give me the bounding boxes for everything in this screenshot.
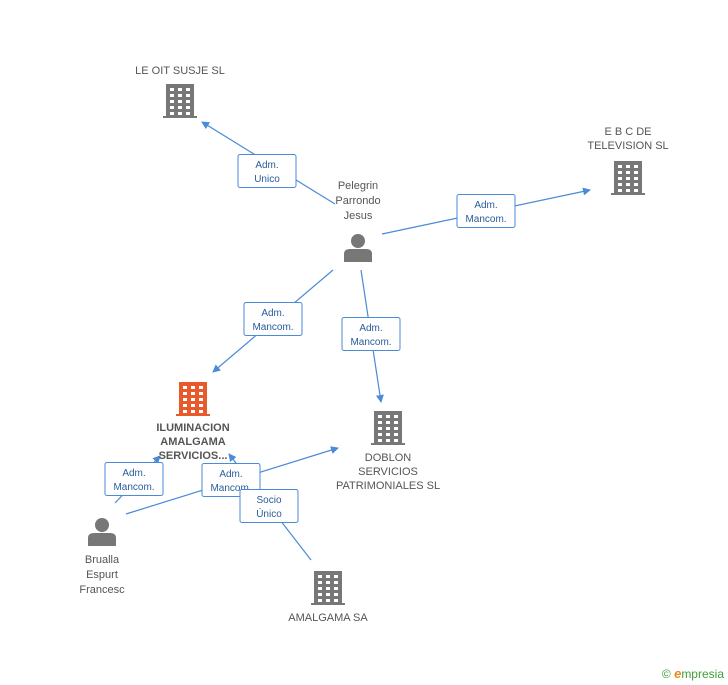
node-label: Brualla <box>85 554 120 566</box>
edge-label-box <box>237 154 297 188</box>
edge-label-box <box>239 489 299 523</box>
edge-label-text: Mancom. <box>465 214 506 225</box>
edge-label-e3[interactable]: Adm. Mancom. <box>243 302 303 336</box>
nodes-layer: LE OIT SUSJE SL E B C DE TELEVISION SL Pele… <box>79 65 668 624</box>
node-label: PATRIMONIALES SL <box>336 480 440 492</box>
brand-name: mpresia <box>681 667 724 681</box>
building-icon[interactable] <box>176 382 210 416</box>
edge-label-text: Mancom. <box>252 322 293 333</box>
edge-labels-layer: Adm.UnicoAdm.Mancom.Adm.Mancom.Adm.Manco… <box>104 154 516 523</box>
node-label: TELEVISION SL <box>587 140 668 152</box>
building-icon[interactable] <box>611 161 645 195</box>
building-icon[interactable] <box>163 84 197 118</box>
node-label: ILUMINACION <box>156 422 229 434</box>
person-icon[interactable] <box>88 518 116 546</box>
edge-label-box <box>104 462 164 496</box>
copyright-symbol: © <box>661 667 671 681</box>
edge-label-text: Adm. <box>261 308 284 319</box>
edge-label-e2[interactable]: Adm. Mancom. <box>456 194 516 228</box>
node-label: SERVICIOS <box>358 466 418 478</box>
edge-label-text: Socio <box>256 495 281 506</box>
node-label: E B C DE <box>604 126 651 138</box>
node-amalgama[interactable]: AMALGAMA SA <box>288 571 368 624</box>
edge-label-text: Adm. <box>122 468 145 479</box>
building-icon[interactable] <box>371 411 405 445</box>
node-label: LE OIT SUSJE SL <box>135 65 225 77</box>
node-leoit[interactable]: LE OIT SUSJE SL <box>135 65 225 118</box>
edge-label-text: Mancom. <box>113 482 154 493</box>
node-label: Espurt <box>86 569 118 581</box>
edge-label-text: Adm. <box>255 160 278 171</box>
person-icon[interactable] <box>344 234 372 262</box>
node-label: Parrondo <box>335 195 380 207</box>
node-label: Jesus <box>344 210 373 222</box>
node-label: Francesc <box>79 584 125 596</box>
node-iluminacion[interactable]: ILUMINACION AMALGAMA SERVICIOS... <box>156 382 230 462</box>
node-label: AMALGAMA <box>160 436 225 448</box>
edge-label-text: Adm. <box>359 323 382 334</box>
edge-label-text: Único <box>256 507 282 520</box>
edge-label-text: Mancom. <box>210 483 251 494</box>
edge-label-box <box>201 463 261 497</box>
edge-label-box <box>243 302 303 336</box>
edge-label-text: Unico <box>254 174 280 185</box>
edge-label-e4[interactable]: Adm. Mancom. <box>341 317 401 351</box>
edge-label-e6[interactable]: Adm. Mancom. <box>201 463 261 497</box>
node-label: Pelegrin <box>338 180 378 192</box>
edge-label-e1[interactable]: Adm. Unico <box>237 154 297 188</box>
node-label: AMALGAMA SA <box>288 612 368 624</box>
node-label: SERVICIOS... <box>159 450 228 462</box>
node-doblon[interactable]: DOBLON SERVICIOS PATRIMONIALES SL <box>336 411 440 492</box>
brand-logo-letter: e <box>674 666 682 681</box>
edge-label-text: Mancom. <box>350 337 391 348</box>
node-label: DOBLON <box>365 452 412 464</box>
building-icon[interactable] <box>311 571 345 605</box>
edge-label-e5[interactable]: Adm. Mancom. <box>104 462 164 496</box>
edge-label-box <box>456 194 516 228</box>
edge-label-text: Adm. <box>219 469 242 480</box>
edge-label-text: Adm. <box>474 200 497 211</box>
footer-brand[interactable]: © empresia <box>662 666 724 681</box>
node-ebc[interactable]: E B C DE TELEVISION SL <box>587 126 669 195</box>
edge-label-box <box>341 317 401 351</box>
